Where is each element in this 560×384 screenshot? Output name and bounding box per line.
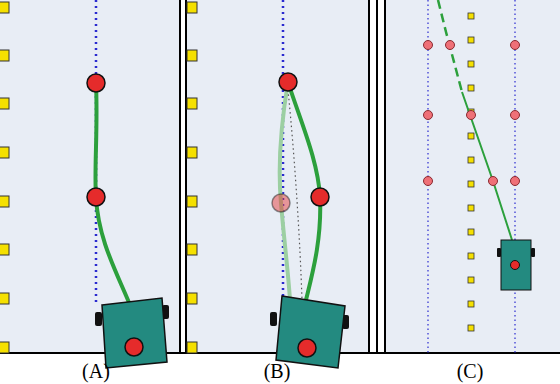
panel-label: (B): [264, 361, 291, 381]
panel-label: (A): [82, 361, 110, 381]
panel-label: (C): [457, 361, 484, 381]
